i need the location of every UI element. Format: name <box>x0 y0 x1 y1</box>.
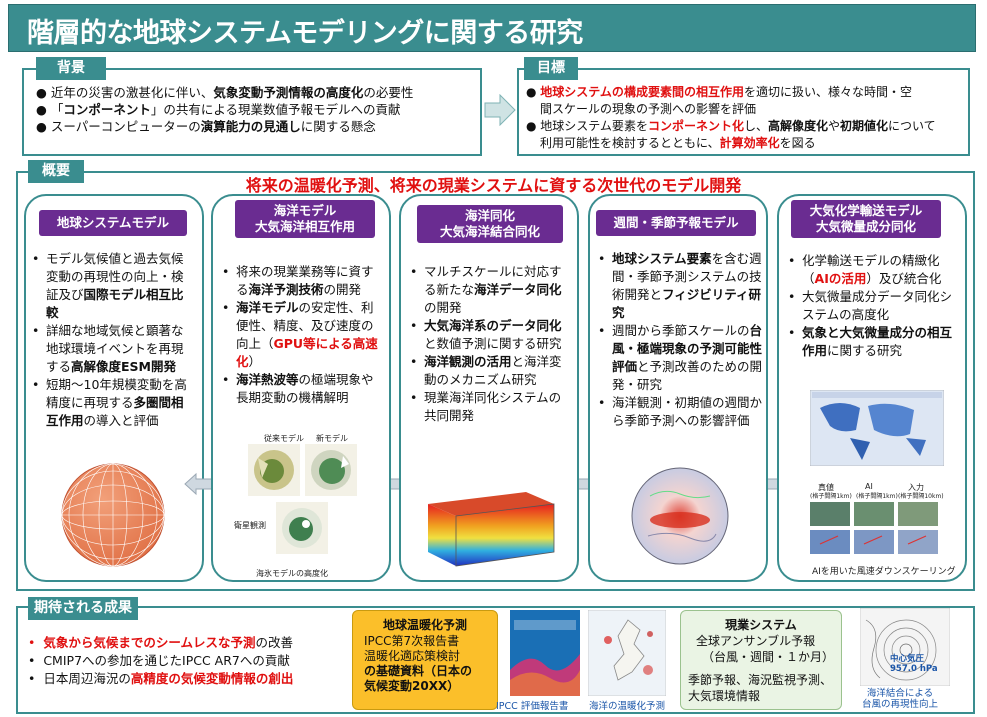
ops-box-body: 全球アンサンブル予報 （台風・週間・１か月） <box>696 634 835 664</box>
bullet: 週間から季節スケールの台風・極端現象の予測可能性評価と予測改善のための開発・研究 <box>598 322 764 394</box>
ocean-3d-section-image <box>428 492 555 567</box>
bullet: 海洋モデルの安定性、利便性、精度、及び速度の向上（GPU等による高速化） <box>222 299 384 371</box>
bullet: 現業海洋同化システムの共同開発 <box>410 389 572 425</box>
caption: (格子間隔10km) <box>898 493 944 500</box>
goal-list: ● 地球システムの構成要素間の相互作用を適切に扱い、様々な時間・空 間スケールの… <box>526 84 936 152</box>
ops-box-body2: 季節予報、海況監視予測、 大気環境情報 <box>688 673 833 703</box>
bullet: 気象と大気微量成分の相互作用に関する研究 <box>788 324 958 360</box>
results-tab: 期待される成果 <box>28 597 138 620</box>
bullet: 短期～10年規模変動を高精度に再現する多圏間相互作用の導入と評価 <box>32 376 190 430</box>
background-item: ● スーパーコンピューターの演算能力の見通しに関する懸念 <box>36 119 376 134</box>
column-title: 海洋同化大気海洋結合同化 <box>417 205 563 243</box>
background-tab: 背景 <box>36 57 106 80</box>
caption: 衛星観測 <box>234 521 266 530</box>
bullet: 地球システム要素を含む週間・季節予測システムの技術開発とフィジビリティ研究 <box>598 250 764 322</box>
typhoon-caption: 海洋結合による 台風の再現性向上 <box>862 688 939 710</box>
bullet: 海洋熱波等の極端現象や長期変動の機構解明 <box>222 371 384 407</box>
goal-tab: 目標 <box>524 57 578 80</box>
bullet: モデル気候値と過去気候変動の再現性の向上・検証及び国際モデル相互比較 <box>32 250 190 322</box>
typhoon-map <box>860 608 950 686</box>
goal-box <box>517 68 970 156</box>
goal-item: ● 地球システムの構成要素間の相互作用を適切に扱い、様々な時間・空 <box>526 85 912 99</box>
caption: 海氷モデルの高度化 <box>256 569 328 578</box>
caption: 真値 <box>818 483 834 492</box>
background-list: ● 近年の災害の激甚化に伴い、気象変動予測情報の高度化の必要性 ● 「コンポーネ… <box>36 84 413 135</box>
warming-prediction-box <box>352 610 498 710</box>
column-bullets: 地球システム要素を含む週間・季節予測システムの技術開発とフィジビリティ研究 週間… <box>598 250 764 430</box>
warming-box-body: IPCC第7次報告書 温暖化適応策検討 の基礎資料（日本の 気候変動20XX） <box>364 634 473 693</box>
column-title: 週間・季節予報モデル <box>596 210 756 236</box>
overview-headline: 将来の温暖化予測、将来の現業システムに資する次世代のモデル開発 <box>245 176 742 195</box>
page-title: 階層的な地球システムモデリングに関する研究 <box>27 18 583 49</box>
sea-ice-map-new <box>305 444 357 496</box>
overview-tab: 概要 <box>28 160 84 183</box>
globe-forecast-image <box>631 467 729 565</box>
world-chemistry-map <box>810 390 944 466</box>
results-list: • 気象から気候までのシームレスな予測の改善 • CMIP7への参加を通じたIP… <box>28 634 293 688</box>
bullet: マルチスケールに対応する新たな海洋データ同化の開発 <box>410 263 572 317</box>
caption: (格子間隔1km) <box>810 493 852 500</box>
column-bullets: 化学輸送モデルの精緻化（AIの活用）及び統合化 大気微量成分データ同化システムの… <box>788 252 958 360</box>
bullet: 大気海洋系のデータ同化と数値予測に関する研究 <box>410 317 572 353</box>
result-item: • 日本周辺海況の高精度の気候変動情報の創出 <box>28 671 294 686</box>
caption: 入力 <box>908 483 924 492</box>
goal-item-cont: 間スケールの現象の予測への影響を評価 <box>540 102 757 116</box>
caption: 海洋の温暖化予測 <box>589 701 666 712</box>
title-bar: 階層的な地球システムモデリングに関する研究 <box>8 4 976 52</box>
background-item: ● 近年の災害の激甚化に伴い、気象変動予測情報の高度化の必要性 <box>36 85 414 100</box>
bullet: 詳細な地域気候と顕著な地球環境イベントを再現する高解像度ESM開発 <box>32 322 190 376</box>
caption: AIを用いた風速ダウンスケーリング <box>812 567 956 577</box>
ops-box-title: 現業システム <box>725 618 797 632</box>
globe-grid-image <box>61 463 165 567</box>
ocean-warming-map <box>588 610 666 696</box>
ipcc-report-image <box>510 610 580 696</box>
bullet: 化学輸送モデルの精緻化（AIの活用）及び統合化 <box>788 252 958 288</box>
caption: (格子間隔1km) <box>856 493 898 500</box>
result-item: • 気象から気候までのシームレスな予測の改善 <box>28 635 293 650</box>
column-title: 大気化学輸送モデル大気微量成分同化 <box>791 200 941 238</box>
column-title: 海洋モデル大気海洋相互作用 <box>235 200 375 238</box>
goal-item-cont: 利用可能性を検討するとともに、計算効率化を図る <box>540 136 816 150</box>
column-bullets: モデル気候値と過去気候変動の再現性の向上・検証及び国際モデル相互比較 詳細な地域… <box>32 250 190 430</box>
operational-system-box <box>680 610 842 710</box>
caption: 従来モデル <box>264 434 304 443</box>
bullet: 海洋観測の活用と海洋変動のメカニズム研究 <box>410 353 572 389</box>
right-arrow-icon <box>484 94 516 126</box>
sea-ice-map-satellite <box>276 502 328 554</box>
typhoon-label: 中心気圧 957.0 hPa <box>890 654 938 674</box>
bullet: 将来の現業業務等に資する海洋予測技術の開発 <box>222 263 384 299</box>
column-title: 地球システムモデル <box>39 210 187 236</box>
bullet: 大気微量成分データ同化システムの高度化 <box>788 288 958 324</box>
column-bullets: 将来の現業業務等に資する海洋予測技術の開発 海洋モデルの安定性、利便性、精度、及… <box>222 263 384 407</box>
bullet: 海洋観測・初期値の週間から季節予測への影響評価 <box>598 394 764 430</box>
column-bullets: マルチスケールに対応する新たな海洋データ同化の開発 大気海洋系のデータ同化と数値… <box>410 263 572 425</box>
background-box <box>22 68 482 156</box>
caption: AI <box>865 482 873 491</box>
goal-item: ● 地球システム要素をコンポーネント化し、高解像度化や初期値化について <box>526 119 936 133</box>
caption: 新モデル <box>316 434 348 443</box>
result-item: • CMIP7への参加を通じたIPCC AR7への貢献 <box>28 653 290 668</box>
warming-box-title: 地球温暖化予測 <box>382 618 467 632</box>
downscaling-maps <box>810 502 938 554</box>
sea-ice-map-old <box>248 444 300 496</box>
background-item: ● 「コンポーネント」の共有による現業数値予報モデルへの貢献 <box>36 102 401 117</box>
caption: IPCC 評価報告書 <box>496 701 569 712</box>
